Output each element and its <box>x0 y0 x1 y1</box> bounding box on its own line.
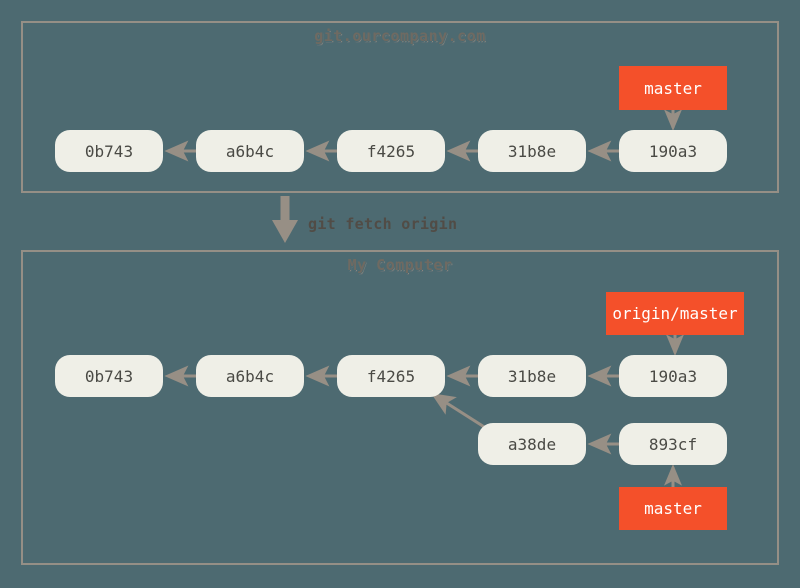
remote-repo-title: git.ourcompany.com <box>314 27 486 45</box>
commit-node[interactable]: f4265 <box>337 130 445 172</box>
local-repo-panel <box>21 250 779 565</box>
branch-ref-master[interactable]: master <box>619 487 727 530</box>
commit-node[interactable]: 893cf <box>619 423 727 465</box>
commit-node[interactable]: a6b4c <box>196 130 304 172</box>
commit-node[interactable]: 0b743 <box>55 355 163 397</box>
remote-repo-panel <box>21 21 779 193</box>
commit-node[interactable]: 31b8e <box>478 355 586 397</box>
branch-ref-master[interactable]: master <box>619 66 727 110</box>
commit-node[interactable]: 31b8e <box>478 130 586 172</box>
commit-node[interactable]: 190a3 <box>619 130 727 172</box>
commit-node[interactable]: f4265 <box>337 355 445 397</box>
commit-node[interactable]: a6b4c <box>196 355 304 397</box>
local-repo-title: My Computer <box>347 256 453 274</box>
fetch-command-label: git fetch origin <box>308 215 458 233</box>
commit-node[interactable]: 190a3 <box>619 355 727 397</box>
commit-node[interactable]: 0b743 <box>55 130 163 172</box>
branch-ref-origin-master[interactable]: origin/master <box>606 292 744 335</box>
commit-node[interactable]: a38de <box>478 423 586 465</box>
fetch-arrow <box>272 196 298 243</box>
